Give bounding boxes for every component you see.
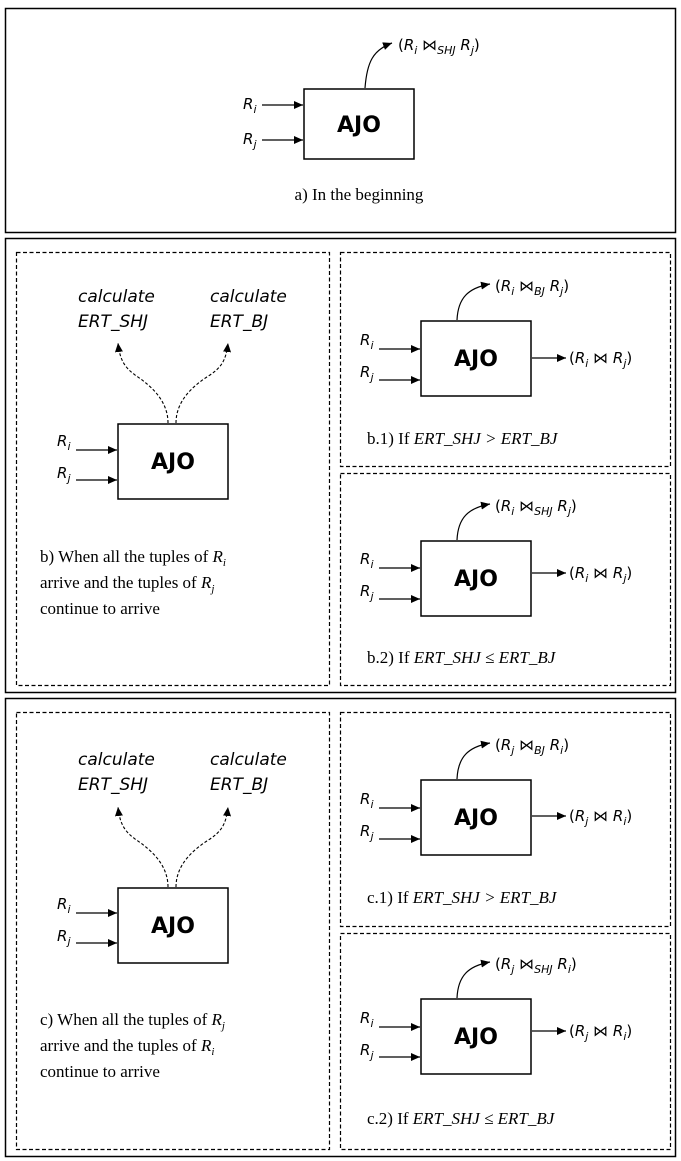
output-right-b2: (Ri ⋈ Rj) — [569, 564, 632, 585]
panel-c2-frame — [339, 932, 672, 1151]
output-right-c2: (Rj ⋈ Ri) — [569, 1022, 632, 1043]
dashed-arrow-bj-b — [175, 342, 232, 424]
caption-c-line1: c) When all the tuples of Rj — [40, 1010, 225, 1032]
input-ri-c1: Ri — [360, 790, 374, 811]
ajo-block-b — [117, 423, 229, 500]
output-right-b1: (Ri ⋈ Rj) — [569, 349, 632, 370]
output-top-c2: (Rj ⋈SHJ Ri) — [495, 955, 577, 976]
input-ri-c: Ri — [57, 895, 71, 916]
panel-b1-frame — [339, 251, 672, 468]
ajo-block-c2 — [420, 998, 532, 1075]
calc-word-right-c: calculate — [210, 750, 287, 770]
ajo-label-b: AJO — [151, 450, 195, 475]
caption-c-line3: continue to arrive — [40, 1062, 160, 1081]
ajo-block-b1 — [420, 320, 532, 397]
calc-word-left-c: calculate — [78, 750, 155, 770]
caption-c2: c.2) If ERT_SHJ ≤ ERT_BJ — [367, 1109, 556, 1128]
panel-c-frame — [15, 711, 331, 1151]
input-ri-b1: Ri — [360, 331, 374, 352]
ajo-label-c: AJO — [151, 914, 195, 939]
frame-a — [4, 7, 677, 234]
input-rj-b2: Rj — [360, 582, 374, 603]
ajo-block-a — [303, 88, 415, 160]
input-rj-c: Rj — [57, 927, 71, 948]
caption-b2: b.2) If ERT_SHJ ≤ ERT_BJ — [367, 648, 557, 667]
output-arrow-top-b1 — [456, 281, 491, 321]
caption-c1: c.1) If ERT_SHJ > ERT_BJ — [367, 888, 558, 907]
caption-a: a) In the beginning — [295, 185, 424, 204]
dashed-arrow-shj-b — [114, 342, 169, 424]
caption-b1: b.1) If ERT_SHJ > ERT_BJ — [367, 429, 559, 448]
ajo-block-b2 — [420, 540, 532, 617]
output-arrow-a — [364, 42, 393, 89]
calc-bj-b: ERT_BJ — [210, 312, 268, 332]
output-top-b2: (Ri ⋈SHJ Rj) — [495, 497, 577, 518]
input-rj-b1: Rj — [360, 363, 374, 384]
input-ri-c2: Ri — [360, 1009, 374, 1030]
panel-b-frame — [15, 251, 331, 687]
ajo-label-a: AJO — [337, 113, 381, 138]
dashed-arrow-bj-c — [175, 806, 232, 888]
calc-bj-c: ERT_BJ — [210, 775, 268, 795]
ajo-label-b2: AJO — [454, 567, 498, 592]
calc-word-left-b: calculate — [78, 287, 155, 307]
caption-b-line3: continue to arrive — [40, 599, 160, 618]
frame-c — [4, 697, 677, 1158]
output-top-b1: (Ri ⋈BJ Rj) — [495, 277, 569, 298]
input-rj-b: Rj — [57, 464, 71, 485]
ajo-block-c — [117, 887, 229, 964]
output-arrow-top-c1 — [456, 740, 491, 780]
output-arrow-top-c2 — [456, 959, 491, 999]
caption-b-line2: arrive and the tuples of Rj — [40, 573, 214, 595]
output-top-c1: (Rj ⋈BJ Ri) — [495, 736, 569, 757]
panel-b2-frame — [339, 472, 672, 687]
caption-b-line1: b) When all the tuples of Ri — [40, 547, 226, 569]
input-ri-b2: Ri — [360, 550, 374, 571]
ajo-label-c1: AJO — [454, 806, 498, 831]
output-expr-a: (Ri ⋈SHJ Rj) — [398, 36, 480, 57]
calc-shj-b: ERT_SHJ — [78, 312, 148, 332]
ajo-label-c2: AJO — [454, 1025, 498, 1050]
caption-c-line2: arrive and the tuples of Ri — [40, 1036, 214, 1058]
frame-b — [4, 237, 677, 694]
calc-shj-c: ERT_SHJ — [78, 775, 148, 795]
panel-c1-frame — [339, 711, 672, 928]
dashed-arrow-shj-c — [114, 806, 169, 888]
ajo-label-b1: AJO — [454, 347, 498, 372]
input-ri-a: Ri — [243, 95, 257, 116]
output-right-c1: (Rj ⋈ Ri) — [569, 807, 632, 828]
calc-word-right-b: calculate — [210, 287, 287, 307]
output-arrow-top-b2 — [456, 501, 491, 541]
input-rj-a: Rj — [243, 130, 257, 151]
input-rj-c2: Rj — [360, 1041, 374, 1062]
ajo-block-c1 — [420, 779, 532, 856]
input-rj-c1: Rj — [360, 822, 374, 843]
input-ri-b: Ri — [57, 432, 71, 453]
